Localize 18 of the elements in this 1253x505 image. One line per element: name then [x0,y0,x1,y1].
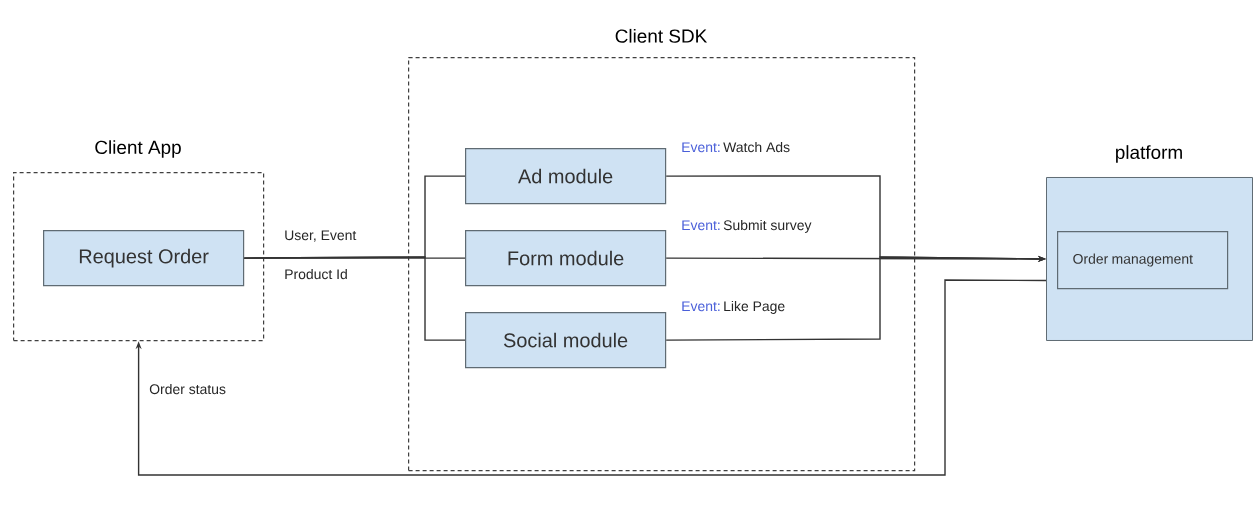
group-heading: Client App [95,140,181,158]
process-box: Order management [1057,231,1229,290]
edge-label: Order status [149,383,226,395]
process-box: Social module [465,312,667,369]
annotation: Event: [682,142,720,153]
process-box: Request Order [43,230,245,287]
annotation: Product Id [285,268,347,280]
annotation: Event: [682,301,720,312]
edge-label: Submit survey [723,219,812,233]
edge-label: User, Event [285,230,357,242]
annotation: Event: [682,220,720,231]
process-box: Form module [465,230,667,287]
edge-label: Watch Ads [723,141,790,153]
arrow [135,279,1047,476]
process-box: Ad module [465,148,667,205]
group-heading: Client SDK [615,28,708,43]
edge-label: Like Page [724,300,785,314]
group-heading: platform [1116,145,1182,163]
